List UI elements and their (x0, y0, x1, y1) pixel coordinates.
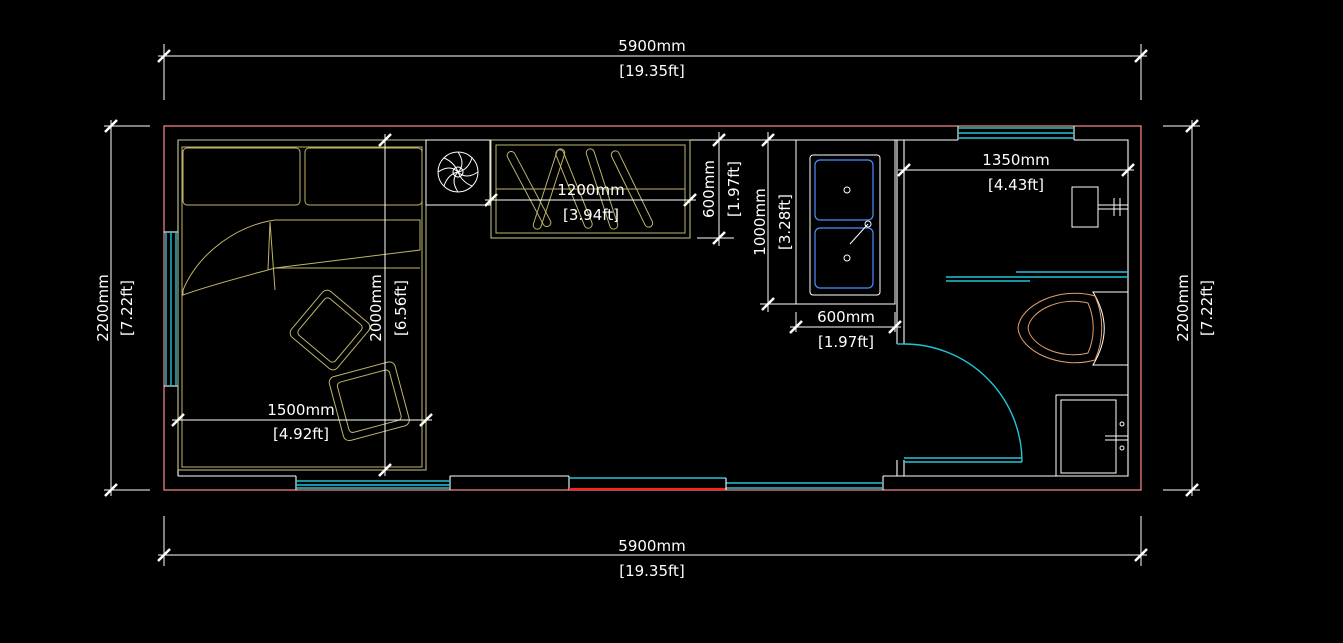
sink-basin-bottom (814, 227, 874, 289)
bathroom-width-ft: [4.43ft] (988, 176, 1044, 194)
faucet-icon (864, 220, 872, 228)
bed-width-dimension: 1500mm [4.92ft] (171, 401, 433, 443)
toilet-tank (1092, 291, 1129, 366)
shower-mixer (1071, 186, 1099, 228)
top-width-dimension: 5900mm [19.35ft] (157, 37, 1148, 100)
bed-length-dimension: 2000mm [6.56ft] (367, 133, 410, 477)
right-depth-dimension: 2200mm [7.22ft] (1163, 119, 1216, 497)
wardrobe-width-mm: 1200mm (557, 181, 624, 199)
bed-width-ft: [4.92ft] (273, 425, 329, 443)
bottom-width-ft: [19.35ft] (619, 562, 685, 580)
left-depth-ft: [7.22ft] (118, 280, 136, 336)
windows (165, 127, 1074, 490)
wardrobe-depth-mm: 600mm (700, 160, 718, 218)
wardrobe-width-dimension: 1200mm [3.94ft] (484, 181, 697, 224)
bed-width-mm: 1500mm (267, 401, 334, 419)
kitchen-depth-mm: 600mm (817, 308, 875, 326)
shower-screen (946, 271, 1128, 282)
bed-frame (177, 139, 427, 471)
top-width-ft: [19.35ft] (619, 62, 685, 80)
toilet (1017, 291, 1129, 366)
toilet-bowl (1017, 292, 1103, 364)
cushion-2 (328, 361, 410, 442)
kitchen-depth-dimension: 600mm [1.97ft] (789, 308, 902, 351)
bathroom-door (903, 343, 1023, 463)
blanket-fold (182, 219, 421, 296)
fan-unit (425, 139, 491, 206)
sink-basin-top (814, 159, 874, 221)
right-depth-mm: 2200mm (1174, 274, 1192, 341)
cushion-1 (289, 289, 371, 371)
wardrobe-depth-ft: [1.97ft] (725, 161, 743, 217)
window-left (165, 232, 177, 386)
bed-length-mm: 2000mm (367, 274, 385, 341)
wardrobe-depth-dimension: 600mm [1.97ft] (697, 132, 743, 246)
door-swing-arc (903, 343, 1023, 463)
bottom-width-mm: 5900mm (618, 537, 685, 555)
kitchen-depth-ft: [1.97ft] (818, 333, 874, 351)
counter (795, 139, 896, 305)
wardrobe-frame (490, 139, 691, 239)
vanity (1055, 394, 1129, 477)
sliding-door-bottom (569, 477, 883, 490)
left-depth-dimension: 2200mm [7.22ft] (94, 119, 150, 497)
window-bottom-bedroom (296, 480, 450, 489)
hangers (506, 148, 654, 230)
bed (177, 139, 427, 471)
top-width-mm: 5900mm (618, 37, 685, 55)
bed-length-ft: [6.56ft] (392, 280, 410, 336)
shower-fixture (1071, 186, 1128, 228)
right-depth-ft: [7.22ft] (1198, 280, 1216, 336)
bathroom-width-dimension: 1350mm [4.43ft] (897, 151, 1135, 194)
bottom-width-dimension: 5900mm [19.35ft] (157, 516, 1148, 580)
kitchen-counter (795, 139, 896, 305)
kitchen-length-dimension: 1000mm [3.28ft] (751, 132, 796, 312)
kitchen-length-ft: [3.28ft] (776, 194, 794, 250)
bathroom-width-mm: 1350mm (982, 151, 1049, 169)
wardrobe (490, 139, 691, 239)
bathroom-partition (896, 140, 1022, 476)
left-depth-mm: 2200mm (94, 274, 112, 341)
pillow-left (182, 147, 301, 206)
window-top-bathroom (958, 127, 1074, 139)
kitchen-length-mm: 1000mm (751, 188, 769, 255)
fan-box (425, 139, 491, 206)
pillow-right (304, 147, 423, 206)
wardrobe-width-ft: [3.94ft] (563, 206, 619, 224)
